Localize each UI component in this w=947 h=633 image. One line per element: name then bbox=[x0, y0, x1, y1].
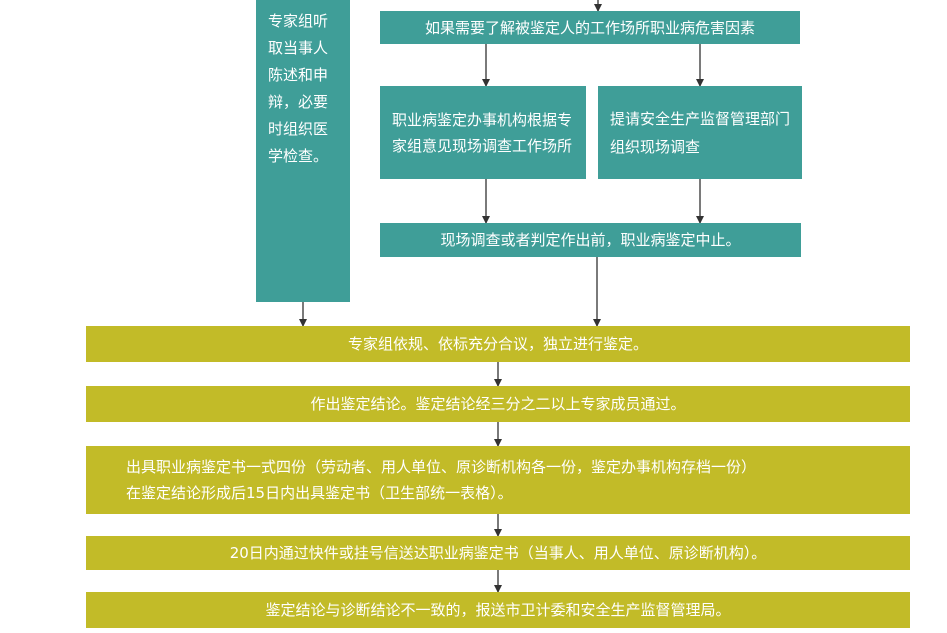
node-office-survey-text: 职业病鉴定办事机构根据专家组意见现场调查工作场所 bbox=[392, 110, 573, 155]
node-office-survey: 职业病鉴定办事机构根据专家组意见现场调查工作场所 bbox=[380, 86, 586, 179]
node-conclusion-text: 作出鉴定结论。鉴定结论经三分之二以上专家成员通过。 bbox=[310, 395, 686, 413]
node-request-safety-dept-text: 提请安全生产监督管理部门组织现场调查 bbox=[610, 109, 791, 156]
node-deliver: 20日内通过快件或挂号信送达职业病鉴定书（当事人、用人单位、原诊断机构）。 bbox=[86, 536, 910, 570]
node-need-workplace-factors: 如果需要了解被鉴定人的工作场所职业病危害因素 bbox=[380, 11, 800, 44]
node-report: 鉴定结论与诊断结论不一致的，报送市卫计委和安全生产监督管理局。 bbox=[86, 592, 910, 628]
node-report-text: 鉴定结论与诊断结论不一致的，报送市卫计委和安全生产监督管理局。 bbox=[265, 601, 731, 619]
node-request-safety-dept: 提请安全生产监督管理部门组织现场调查 bbox=[598, 86, 802, 179]
node-expert-hearing: 专家组听取当事人陈述和申辩，必要时组织医学检查。 bbox=[256, 0, 350, 302]
node-issue-book: 出具职业病鉴定书一式四份（劳动者、用人单位、原诊断机构各一份，鉴定办事机构存档一… bbox=[86, 446, 910, 514]
node-need-workplace-factors-text: 如果需要了解被鉴定人的工作场所职业病危害因素 bbox=[424, 18, 755, 37]
node-issue-book-line1: 出具职业病鉴定书一式四份（劳动者、用人单位、原诊断机构各一份，鉴定办事机构存档一… bbox=[126, 458, 757, 476]
node-independent-appraisal-text: 专家组依规、依标充分合议，独立进行鉴定。 bbox=[347, 335, 648, 353]
node-expert-hearing-text: 专家组听取当事人陈述和申辩，必要时组织医学检查。 bbox=[268, 12, 329, 165]
node-independent-appraisal: 专家组依规、依标充分合议，独立进行鉴定。 bbox=[86, 326, 910, 362]
node-issue-book-line2: 在鉴定结论形成后15日内出具鉴定书（卫生部统一表格）。 bbox=[126, 484, 513, 502]
node-conclusion: 作出鉴定结论。鉴定结论经三分之二以上专家成员通过。 bbox=[86, 386, 910, 422]
node-suspend-before-survey-text: 现场调查或者判定作出前，职业病鉴定中止。 bbox=[440, 231, 741, 249]
node-suspend-before-survey: 现场调查或者判定作出前，职业病鉴定中止。 bbox=[380, 223, 801, 257]
node-deliver-text: 20日内通过快件或挂号信送达职业病鉴定书（当事人、用人单位、原诊断机构）。 bbox=[229, 544, 767, 562]
